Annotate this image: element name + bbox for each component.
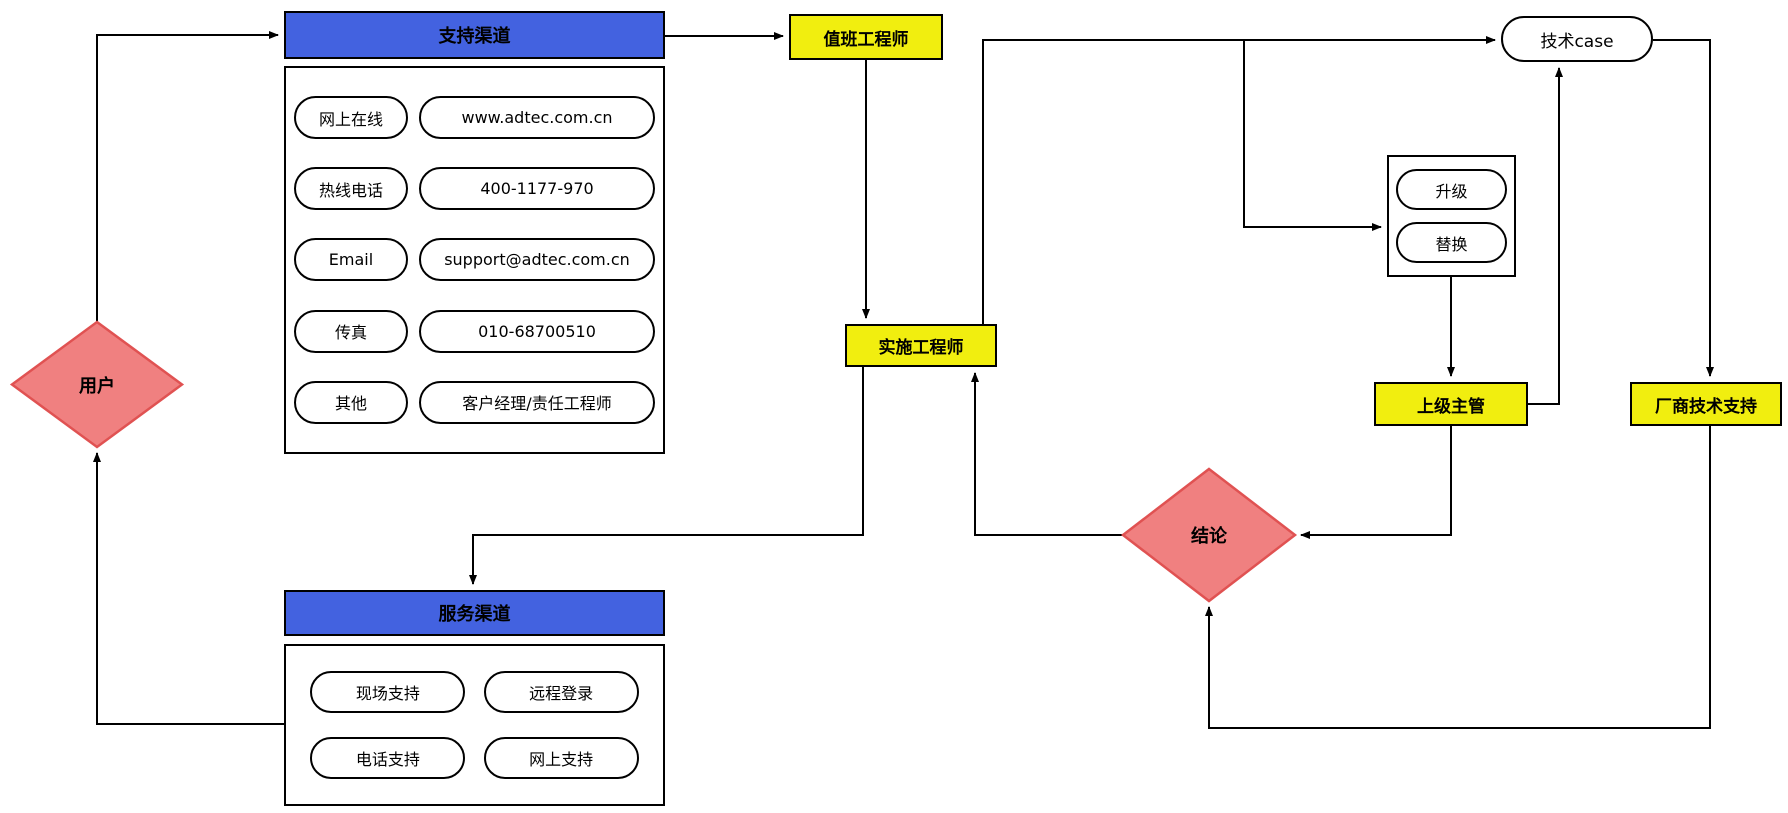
contact-row-other: 其他 客户经理/责任工程师 <box>294 380 655 424</box>
support-channels-header: 支持渠道 <box>284 11 665 59</box>
conclusion-diamond <box>1120 467 1298 603</box>
supervisor-node: 上级主管 <box>1374 382 1528 426</box>
edge-branch-to-escalation <box>1243 40 1382 231</box>
edge-supervisor-to-techcase <box>1528 67 1563 405</box>
contact-value-other: 客户经理/责任工程师 <box>419 380 655 424</box>
service-option-phone: 电话支持 <box>310 737 466 780</box>
contact-row-web: 网上在线 www.adtec.com.cn <box>294 96 655 140</box>
implementation-engineer-node: 实施工程师 <box>845 324 997 367</box>
service-option-online: 网上支持 <box>483 737 639 780</box>
escalation-option-replace: 替换 <box>1396 222 1507 263</box>
edge-impl-to-service <box>469 367 864 585</box>
escalation-option-upgrade: 升级 <box>1396 169 1507 210</box>
vendor-support-node: 厂商技术支持 <box>1630 382 1782 426</box>
contact-row-hotline: 热线电话 400-1177-970 <box>294 167 655 211</box>
contact-label-email: Email <box>294 238 408 282</box>
edge-conclusion-to-impl <box>971 372 1123 536</box>
edge-user-to-support <box>96 31 279 322</box>
service-channels-box: 现场支持 远程登录 电话支持 网上支持 <box>284 644 665 806</box>
contact-row-email: Email support@adtec.com.cn <box>294 238 655 282</box>
user-diamond <box>9 320 185 449</box>
service-channels-header: 服务渠道 <box>284 590 665 636</box>
contact-label-hotline: 热线电话 <box>294 167 408 211</box>
contact-value-fax: 010-68700510 <box>419 309 655 353</box>
edge-supervisor-to-conclusion <box>1300 426 1452 539</box>
duty-engineer-node: 值班工程师 <box>789 14 943 60</box>
contact-value-email: support@adtec.com.cn <box>419 238 655 282</box>
tech-case-node: 技术case <box>1501 16 1653 62</box>
service-option-onsite: 现场支持 <box>310 670 466 713</box>
contact-value-hotline: 400-1177-970 <box>419 167 655 211</box>
edge-service-to-user <box>93 452 284 725</box>
service-option-remote-login: 远程登录 <box>483 670 639 713</box>
support-channels-box: 网上在线 www.adtec.com.cn 热线电话 400-1177-970 … <box>284 66 665 454</box>
edge-impl-to-techcase <box>982 36 1496 324</box>
contact-label-other: 其他 <box>294 380 408 424</box>
edge-techcase-to-vendor <box>1653 39 1714 377</box>
contact-value-web: www.adtec.com.cn <box>419 96 655 140</box>
contact-label-web: 网上在线 <box>294 96 408 140</box>
contact-label-fax: 传真 <box>294 309 408 353</box>
edge-vendor-to-conclusion <box>1205 426 1711 729</box>
contact-row-fax: 传真 010-68700510 <box>294 309 655 353</box>
escalation-options-box: 升级 替换 <box>1387 155 1516 277</box>
